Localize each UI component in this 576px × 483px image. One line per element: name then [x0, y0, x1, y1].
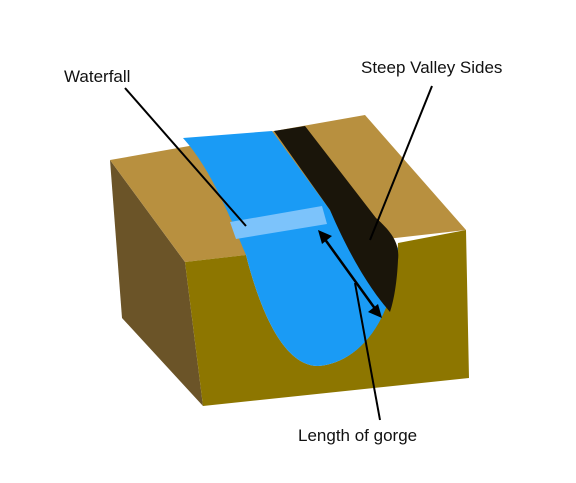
waterfall-pointer-line — [124, 87, 247, 227]
steep-valley-side — [274, 126, 399, 312]
waterfall-step — [230, 206, 327, 239]
block-left-face — [110, 160, 203, 406]
label-length-of-gorge: Length of gorge — [298, 426, 417, 445]
valley-sides-pointer-line — [369, 85, 433, 241]
river-water — [183, 131, 398, 366]
block-front-face — [185, 230, 469, 406]
label-steep-valley-sides: Steep Valley Sides — [361, 58, 502, 77]
arrowhead-bottom — [368, 304, 382, 318]
gorge-length-arrow — [318, 230, 382, 318]
arrowhead-top — [318, 230, 332, 244]
gorge-pointer-line — [354, 282, 381, 421]
label-waterfall: Waterfall — [64, 67, 130, 86]
